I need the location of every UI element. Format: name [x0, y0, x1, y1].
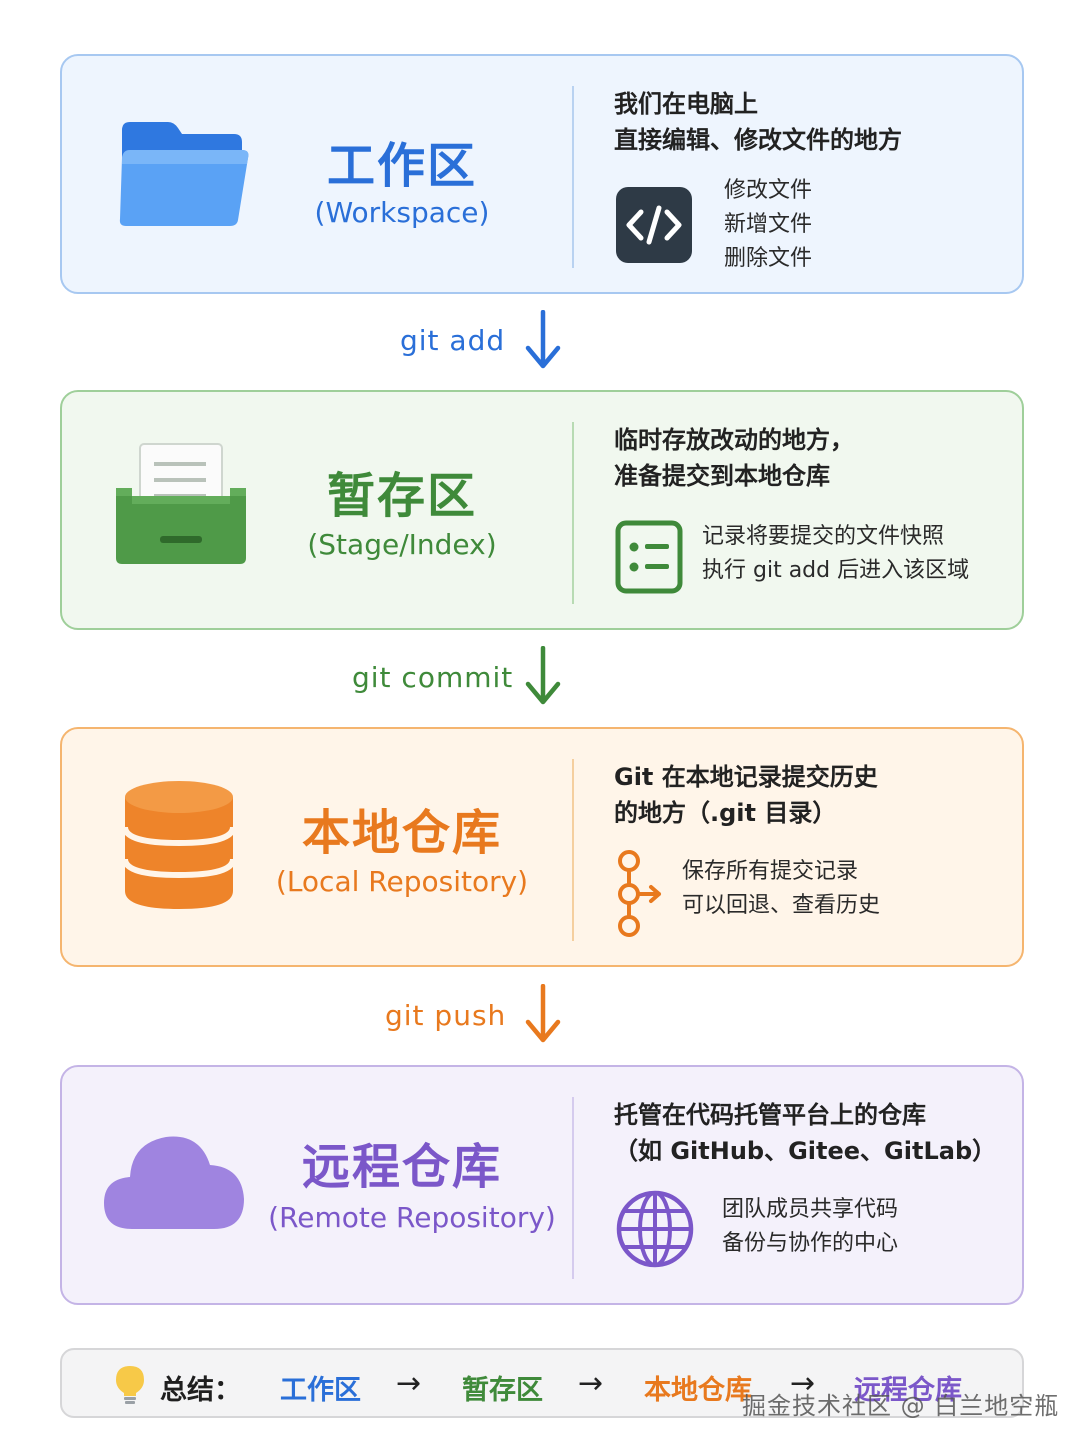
- summary-item-remote-repository: 远程仓库: [854, 1375, 962, 1406]
- summary-item-stage: 暂存区: [462, 1375, 543, 1406]
- stage-detail: 记录将要提交的文件快照 执行 git add 后进入该区域: [702, 524, 970, 583]
- command-git-push: git push: [385, 999, 507, 1032]
- remote-repository-card: 远程仓库 (Remote Repository) 托管在代码托管平台上的仓库 （…: [60, 1065, 1024, 1305]
- folder-icon: [119, 122, 249, 226]
- workspace-description: 我们在电脑上 直接编辑、修改文件的地方: [614, 90, 902, 154]
- checklist-icon: [615, 520, 683, 594]
- remote-repository-description: 托管在代码托管平台上的仓库 （如 GitHub、Gitee、GitLab）: [614, 1101, 997, 1165]
- local-repository-detail: 保存所有提交记录 可以回退、查看历史: [682, 859, 881, 918]
- workspace-title: 工作区: [326, 138, 477, 194]
- globe-icon: [616, 1190, 694, 1268]
- local-repository-description: Git 在本地记录提交历史 的地方（.git 目录）: [614, 763, 878, 827]
- stage-card: 暂存区 (Stage/Index) 临时存放改动的地方， 准备提交到本地仓库 记…: [60, 390, 1024, 630]
- summary-arrow: →: [396, 1366, 422, 1401]
- local-repository-subtitle: (Local Repository): [275, 865, 529, 898]
- workspace-detail: 修改文件 新增文件 删除文件: [724, 178, 813, 271]
- summary-label: 总结：: [160, 1375, 241, 1406]
- remote-repository-detail: 团队成员共享代码 备份与协作的中心: [722, 1197, 899, 1256]
- remote-repository-title: 远程仓库: [301, 1139, 502, 1195]
- stage-description: 临时存放改动的地方， 准备提交到本地仓库: [614, 426, 854, 490]
- command-git-add: git add: [400, 324, 506, 357]
- lightbulb-icon: [116, 1366, 144, 1404]
- arrow-down-icon: [525, 984, 561, 1043]
- summary-item-local-repository: 本地仓库: [644, 1375, 752, 1406]
- local-repository-title: 本地仓库: [301, 805, 502, 861]
- summary-bar: 总结： 工作区 → 暂存区 → 本地仓库 → 远程仓库: [60, 1348, 1024, 1418]
- workspace-card: 工作区 (Workspace) 我们在电脑上 直接编辑、修改文件的地方 修改文件…: [60, 54, 1024, 294]
- summary-item-workspace: 工作区: [280, 1375, 361, 1406]
- database-icon: [122, 781, 236, 909]
- workspace-subtitle: (Workspace): [314, 196, 490, 229]
- arrow-down-icon: [525, 310, 561, 369]
- watermark: 掘金技术社区 @ 白兰地空瓶: [742, 1392, 1060, 1420]
- command-git-commit: git commit: [352, 661, 514, 694]
- summary-arrow: →: [578, 1366, 604, 1401]
- inbox-tray-icon: [116, 443, 246, 564]
- arrow-down-icon: [525, 646, 561, 705]
- code-icon: [616, 187, 692, 263]
- divider: [572, 759, 574, 941]
- divider: [572, 1097, 574, 1279]
- divider: [572, 86, 574, 268]
- local-repository-card: 本地仓库 (Local Repository) Git 在本地记录提交历史 的地…: [60, 727, 1024, 967]
- stage-subtitle: (Stage/Index): [307, 528, 497, 561]
- stage-title: 暂存区: [326, 468, 477, 524]
- git-branch-icon: [618, 850, 661, 937]
- divider: [572, 422, 574, 604]
- remote-repository-subtitle: (Remote Repository): [268, 1201, 556, 1234]
- cloud-icon: [104, 1136, 244, 1229]
- summary-arrow: →: [790, 1366, 816, 1401]
